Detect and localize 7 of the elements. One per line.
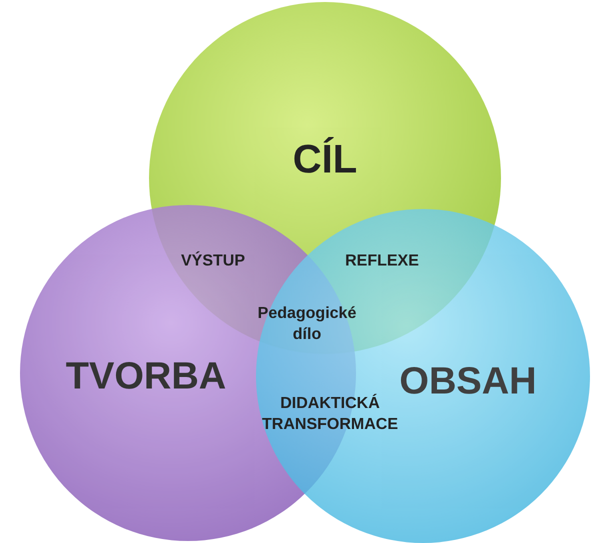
overlap-label: Pedagogické dílo bbox=[256, 304, 358, 345]
circle-label: TVORBA bbox=[66, 356, 226, 398]
overlap-label: REFLEXE bbox=[344, 252, 420, 272]
circle-label: CÍL bbox=[292, 138, 358, 182]
circle-label: OBSAH bbox=[399, 360, 537, 404]
overlap-label: DIDAKTICKÁ TRANSFORMACE bbox=[261, 394, 399, 435]
overlap-label: VÝSTUP bbox=[180, 252, 246, 272]
